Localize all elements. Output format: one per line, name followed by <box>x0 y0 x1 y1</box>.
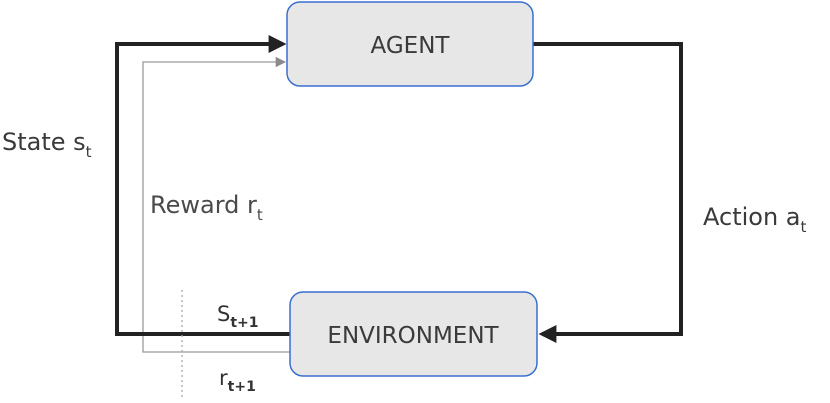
next-state-label: St+1 <box>217 302 259 331</box>
state-feedback-line <box>115 35 290 336</box>
environment-label: ENVIRONMENT <box>327 323 499 349</box>
agent-label: AGENT <box>371 33 451 59</box>
environment-box <box>289 291 538 377</box>
reward-feedback-line <box>142 56 290 353</box>
action-label: Action at <box>703 203 807 236</box>
reward-label: Reward rt <box>150 191 263 224</box>
state-label: State st <box>2 128 92 161</box>
agent-box <box>286 1 534 87</box>
action-line <box>533 42 683 343</box>
next-reward-label: rt+1 <box>219 366 256 395</box>
